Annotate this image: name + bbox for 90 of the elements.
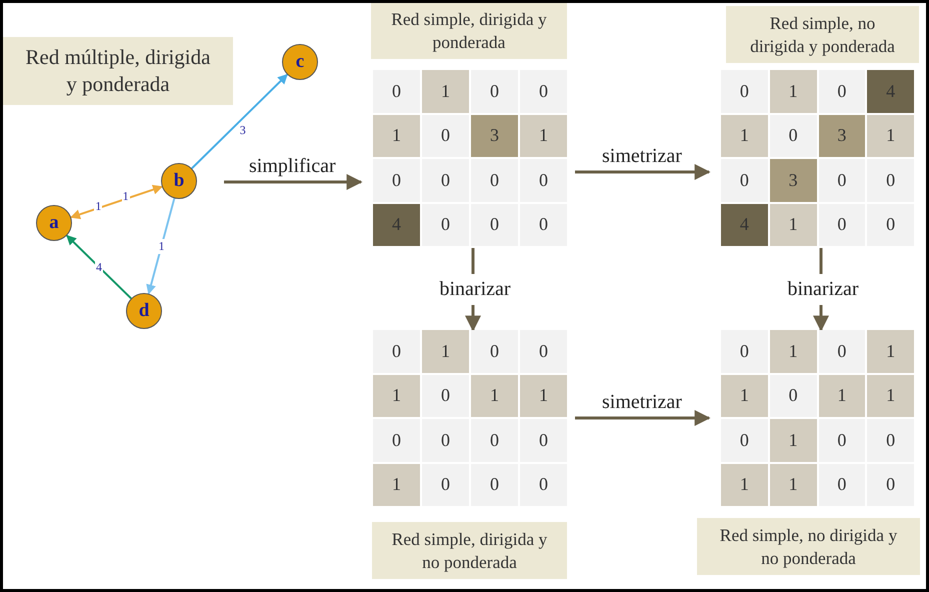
- matrix-cell: 0: [818, 204, 866, 246]
- matrix-cell: 0: [373, 159, 420, 202]
- matrix-cell: 4: [721, 204, 768, 246]
- matrix-cell: 0: [818, 330, 866, 372]
- matrix-cell: 1: [818, 374, 866, 417]
- arrow: [66, 234, 132, 300]
- matrix-cell: 0: [422, 159, 469, 202]
- matrix-cell: 0: [520, 330, 567, 372]
- matrix-cell: 0: [818, 70, 866, 112]
- matrix-cell: 0: [520, 70, 567, 112]
- matrix-cell: 1: [721, 374, 768, 417]
- matrix-cell: 1: [422, 70, 469, 112]
- matrix-cell: 1: [471, 374, 518, 417]
- matrix-cell: 1: [373, 374, 420, 417]
- network-type-label: Red simple, no dirigida y no ponderada: [697, 518, 920, 575]
- edge-label: 4: [95, 260, 103, 274]
- matrix-cell: 3: [770, 159, 816, 202]
- matrix-cell: 1: [770, 464, 816, 506]
- matrix-cell: 0: [721, 330, 768, 372]
- matrix-cell: 0: [471, 159, 518, 202]
- matrix-cell: 0: [520, 204, 567, 246]
- matrix-cell: 0: [471, 70, 518, 112]
- matrix-cell: 0: [373, 330, 420, 372]
- edge-label: simplificar: [249, 155, 336, 178]
- matrix-cell: 0: [867, 419, 914, 462]
- matrix-cell: 0: [770, 114, 816, 157]
- adjacency-matrix: [721, 330, 914, 506]
- matrix-cell: 0: [422, 464, 469, 506]
- matrix-cell: 4: [867, 70, 914, 112]
- matrix-cell: 0: [422, 419, 469, 462]
- matrix-cell: 0: [471, 464, 518, 506]
- matrix-cell: 0: [721, 159, 768, 202]
- matrix-cell: 0: [818, 419, 866, 462]
- graph-vertex: a: [36, 205, 72, 241]
- matrix-cell: 0: [422, 374, 469, 417]
- matrix-cell: 0: [422, 114, 469, 157]
- matrix-cell: 1: [867, 114, 914, 157]
- network-type-label: Red simple, dirigida y ponderada: [371, 3, 567, 59]
- matrix-cell: 1: [422, 330, 469, 372]
- matrix-cell: 0: [867, 204, 914, 246]
- matrix-cell: 1: [520, 114, 567, 157]
- arrow: [70, 184, 163, 220]
- matrix-cell: 0: [721, 70, 768, 112]
- edge-label: 1: [158, 238, 166, 254]
- matrix-cell: 1: [770, 70, 816, 112]
- matrix-cell: 1: [770, 330, 816, 372]
- arrow: [575, 410, 711, 426]
- matrix-cell: 0: [422, 204, 469, 246]
- matrix-cell: 3: [818, 114, 866, 157]
- network-type-label: Red múltiple, dirigida y ponderada: [3, 37, 233, 105]
- adjacency-matrix: [721, 70, 914, 246]
- matrix-cell: 0: [818, 464, 866, 506]
- matrix-cell: 4: [373, 204, 420, 246]
- matrix-cell: 1: [770, 204, 816, 246]
- matrix-cell: 0: [471, 330, 518, 372]
- matrix-cell: 0: [867, 159, 914, 202]
- matrix-cell: 0: [471, 419, 518, 462]
- matrix-cell: 1: [770, 419, 816, 462]
- arrow: [575, 164, 711, 180]
- matrix-cell: 0: [520, 464, 567, 506]
- graph-vertex: b: [161, 163, 197, 199]
- matrix-cell: 1: [867, 330, 914, 372]
- network-type-label: Red simple, dirigida y no ponderada: [372, 522, 567, 579]
- matrix-cell: 0: [373, 419, 420, 462]
- arrow: [224, 174, 363, 190]
- matrix-cell: 1: [867, 374, 914, 417]
- matrix-cell: 0: [373, 70, 420, 112]
- matrix-cell: 0: [520, 419, 567, 462]
- edge-label: binarizar: [438, 274, 513, 304]
- arrow: [191, 74, 288, 170]
- matrix-cell: 3: [471, 114, 518, 157]
- matrix-cell: 1: [373, 114, 420, 157]
- network-type-label: Red simple, no dirigida y ponderada: [726, 6, 919, 63]
- matrix-cell: 1: [373, 464, 420, 506]
- matrix-cell: 1: [721, 464, 768, 506]
- matrix-cell: 0: [721, 419, 768, 462]
- edge-label: binarizar: [786, 274, 861, 304]
- matrix-cell: 0: [818, 159, 866, 202]
- matrix-cell: 0: [520, 159, 567, 202]
- matrix-cell: 0: [770, 374, 816, 417]
- matrix-cell: 0: [867, 464, 914, 506]
- edge-label: 1: [122, 189, 130, 204]
- graph-vertex: d: [126, 293, 162, 329]
- arrow: [146, 198, 176, 295]
- adjacency-matrix: [373, 330, 567, 506]
- matrix-cell: 1: [721, 114, 768, 157]
- graph-vertex: c: [282, 44, 318, 80]
- matrix-cell: 0: [471, 204, 518, 246]
- adjacency-matrix: [373, 70, 567, 246]
- matrix-cell: 1: [520, 374, 567, 417]
